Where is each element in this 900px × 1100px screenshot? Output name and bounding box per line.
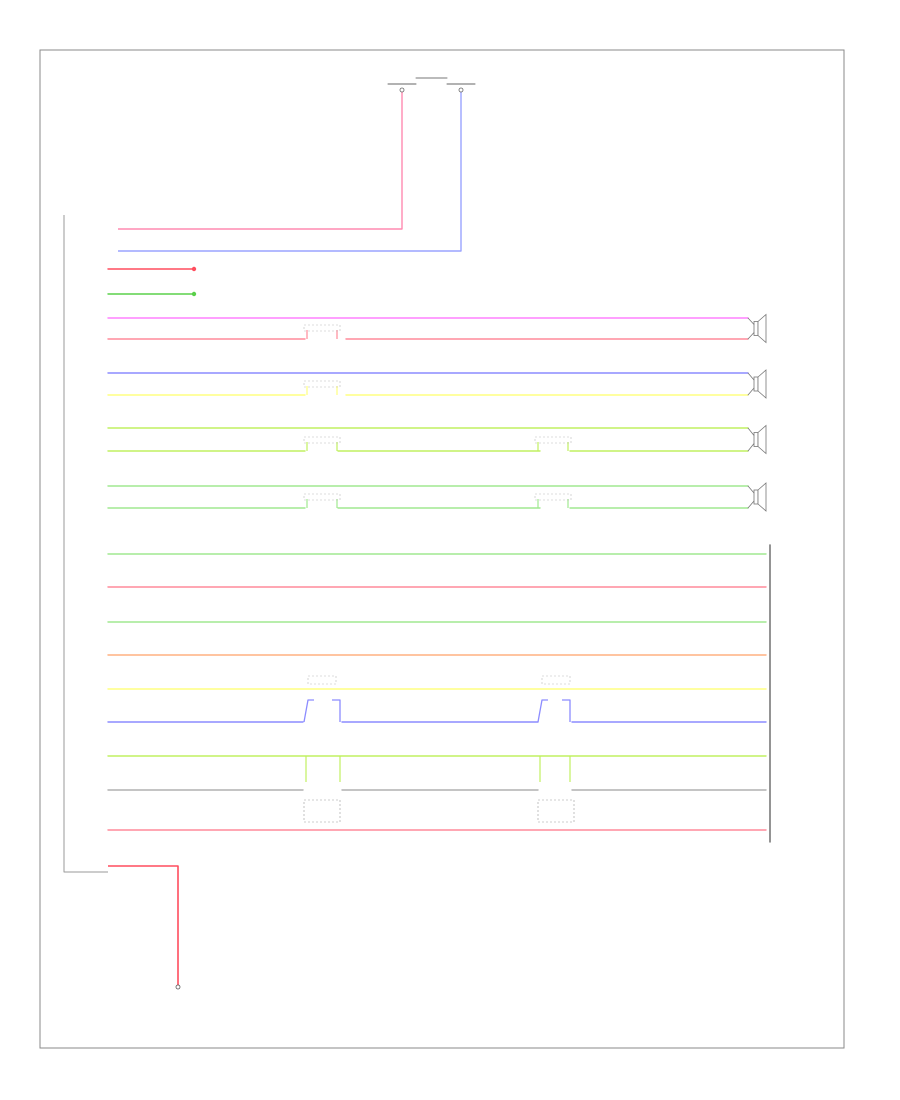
speaker-1-magnet bbox=[753, 321, 759, 336]
branch-2-upper bbox=[537, 699, 548, 723]
speaker-pair-4-connector-2 bbox=[534, 493, 572, 501]
branch-2-upper-right bbox=[562, 699, 571, 722]
top-component-pin-2 bbox=[458, 87, 464, 93]
speaker-3-lead-b bbox=[747, 443, 755, 452]
speaker-pair-3-connector-2 bbox=[534, 436, 572, 444]
speaker-4-lead-b bbox=[747, 500, 755, 509]
wires-layer bbox=[63, 77, 771, 990]
speaker-3-cone bbox=[757, 424, 767, 455]
ground-terminal bbox=[175, 984, 181, 990]
speaker-1-lead-a bbox=[747, 317, 755, 325]
branch-1-connector bbox=[307, 675, 337, 685]
speaker-pair-3-connector-1 bbox=[303, 436, 341, 444]
branch-1-upper-right bbox=[332, 699, 341, 722]
top-wire-2 bbox=[118, 92, 462, 252]
speaker-1-cone bbox=[757, 313, 767, 344]
unit-boundary-line bbox=[63, 215, 108, 873]
speaker-4-cone bbox=[757, 482, 767, 512]
speaker-2-lead-a bbox=[747, 372, 755, 381]
branch-2-connector bbox=[541, 675, 571, 685]
speaker-2-magnet bbox=[753, 376, 759, 392]
speaker-3-lead-a bbox=[747, 427, 755, 436]
branch-1-upper bbox=[303, 699, 314, 723]
speaker-4-magnet bbox=[753, 489, 759, 505]
branch-2-splice bbox=[537, 799, 575, 823]
speaker-pair-1-connector-1 bbox=[303, 324, 341, 332]
speaker-2-lead-b bbox=[747, 387, 755, 396]
speaker-3-magnet bbox=[753, 432, 759, 447]
speaker-4-lead-a bbox=[747, 485, 755, 494]
speaker-2-cone bbox=[757, 369, 767, 399]
diagram-frame bbox=[39, 49, 845, 1049]
speaker-pair-2-connector-1 bbox=[303, 380, 341, 388]
stub-wire-end-2 bbox=[191, 291, 197, 297]
speaker-1-lead-b bbox=[747, 332, 755, 340]
branch-1-splice bbox=[303, 799, 341, 823]
top-component-pin-1 bbox=[399, 87, 405, 93]
top-wire-1 bbox=[118, 92, 403, 230]
ground-wire bbox=[108, 865, 179, 985]
speaker-pair-4-connector-1 bbox=[303, 493, 341, 501]
stub-wire-end-1 bbox=[191, 266, 197, 272]
